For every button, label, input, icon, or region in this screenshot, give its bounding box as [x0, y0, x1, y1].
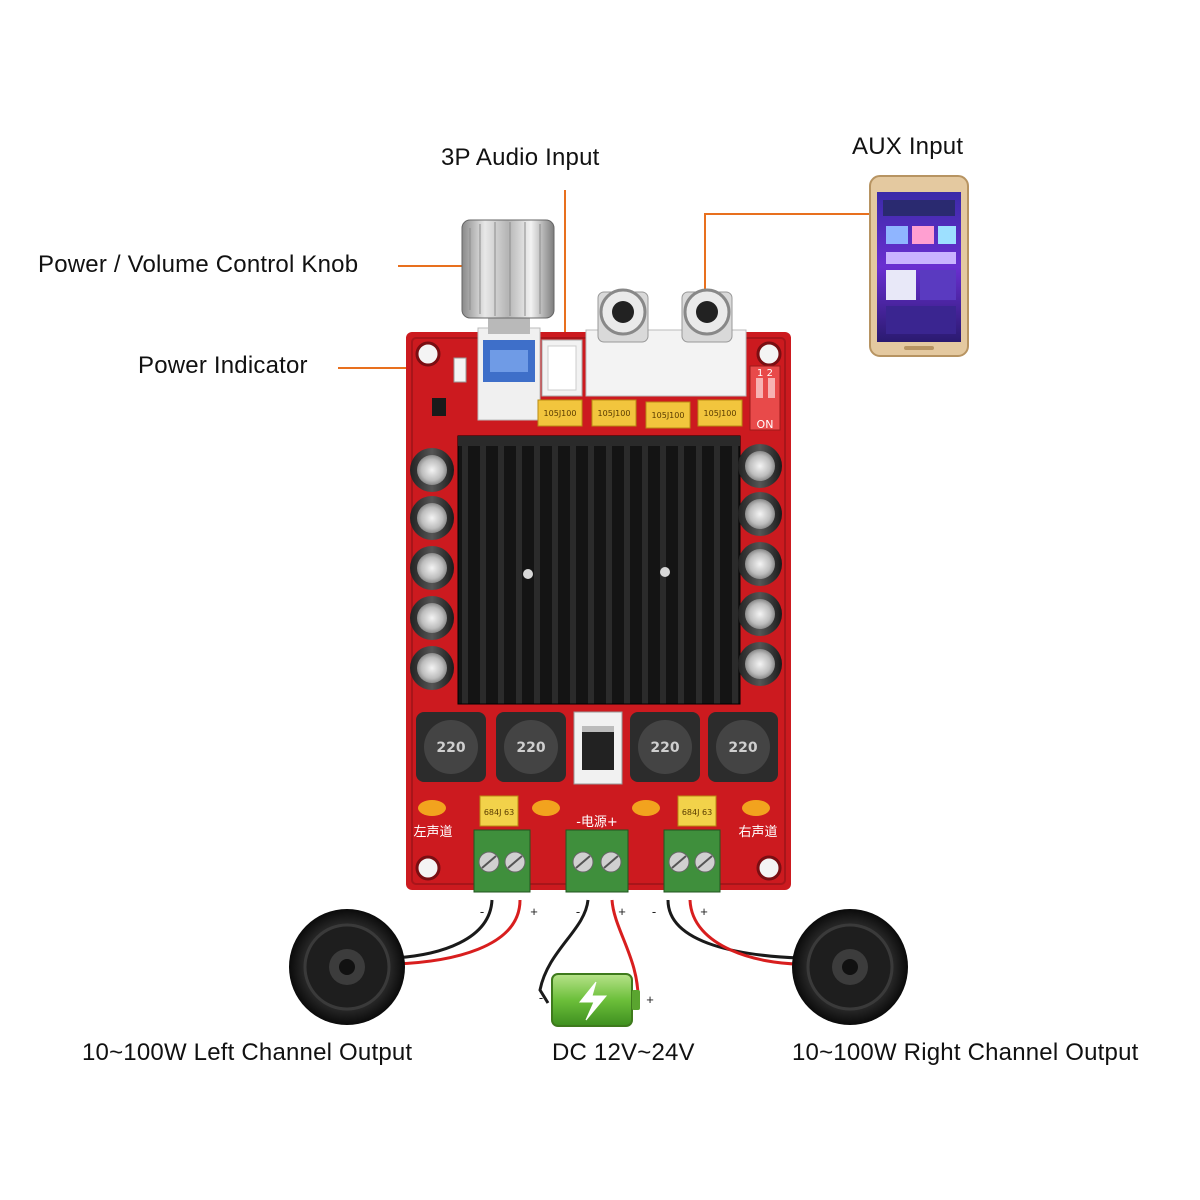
heatsink [457, 435, 741, 705]
power-silk: -电源+ [576, 815, 618, 830]
left-speaker-wire-positive [394, 899, 522, 966]
label-left-output: 10~100W Left Channel Output [82, 1039, 413, 1066]
polarity-minus: - [576, 904, 580, 919]
polarity-plus: + [700, 904, 708, 919]
label-power-supply: DC 12V~24V [552, 1039, 695, 1066]
right-speaker-wire-positive [688, 899, 801, 966]
inductor-marking: 220 [728, 740, 757, 756]
electrolytic-capacitors-left [410, 448, 454, 690]
capacitor-marking: 105J100 [598, 409, 631, 418]
battery-polarity-plus: + [646, 992, 654, 1007]
left-speaker-icon [289, 909, 405, 1025]
left-channel-silk: 左声道 [413, 825, 452, 840]
polarity-minus: - [480, 904, 484, 919]
label-right-output: 10~100W Right Channel Output [792, 1039, 1139, 1066]
dip-switch-on-label: ON [757, 418, 774, 431]
inductors [416, 712, 778, 782]
wires [394, 899, 801, 1004]
power-wire-positive [610, 899, 640, 1004]
small-cap-marking: 684J 63 [484, 808, 514, 817]
leader-aux-input [704, 213, 870, 290]
small-cap-marking: 684J 63 [682, 808, 712, 817]
label-3p-audio-input: 3P Audio Input [441, 144, 600, 171]
small-capacitors [418, 795, 770, 827]
polarity-plus: + [618, 904, 626, 919]
mounting-hole [415, 855, 441, 881]
mounting-hole [756, 341, 782, 367]
volume-knob [461, 219, 555, 421]
power-indicator-led [432, 357, 467, 416]
capacitor-marking: 105J100 [544, 409, 577, 418]
rca-jacks [585, 288, 747, 397]
label-volume-knob: Power / Volume Control Knob [38, 251, 359, 278]
battery-icon [551, 973, 640, 1027]
dip-switch [749, 365, 781, 431]
polarity-minus: - [652, 904, 656, 919]
right-channel-silk: 右声道 [738, 825, 777, 840]
diode [573, 711, 623, 785]
inductor-marking: 220 [516, 740, 545, 756]
label-aux-input: AUX Input [852, 133, 964, 160]
terminal-block-power [565, 829, 629, 893]
audio-input-3p-connector [541, 339, 583, 397]
electrolytic-capacitors-right [738, 444, 782, 686]
right-speaker-icon [792, 909, 908, 1025]
label-power-indicator: Power Indicator [138, 352, 308, 379]
terminal-block-right [663, 829, 721, 893]
inductor-marking: 220 [650, 740, 679, 756]
left-speaker-wire-negative [394, 899, 494, 960]
smartphone-icon [869, 175, 969, 357]
polarity-plus: + [530, 904, 538, 919]
power-wire-negative [538, 899, 590, 1004]
right-speaker-wire-negative [666, 899, 801, 960]
mounting-hole [415, 341, 441, 367]
dip-switch-numbers: 1 2 [757, 368, 773, 379]
capacitor-marking: 105J100 [704, 409, 737, 418]
inductor-marking: 220 [436, 740, 465, 756]
terminal-blocks [473, 829, 721, 893]
battery-polarity-minus: - [539, 990, 543, 1005]
terminal-block-left [473, 829, 531, 893]
film-capacitors [537, 399, 743, 429]
mounting-hole [756, 855, 782, 881]
capacitor-marking: 105J100 [652, 411, 685, 420]
